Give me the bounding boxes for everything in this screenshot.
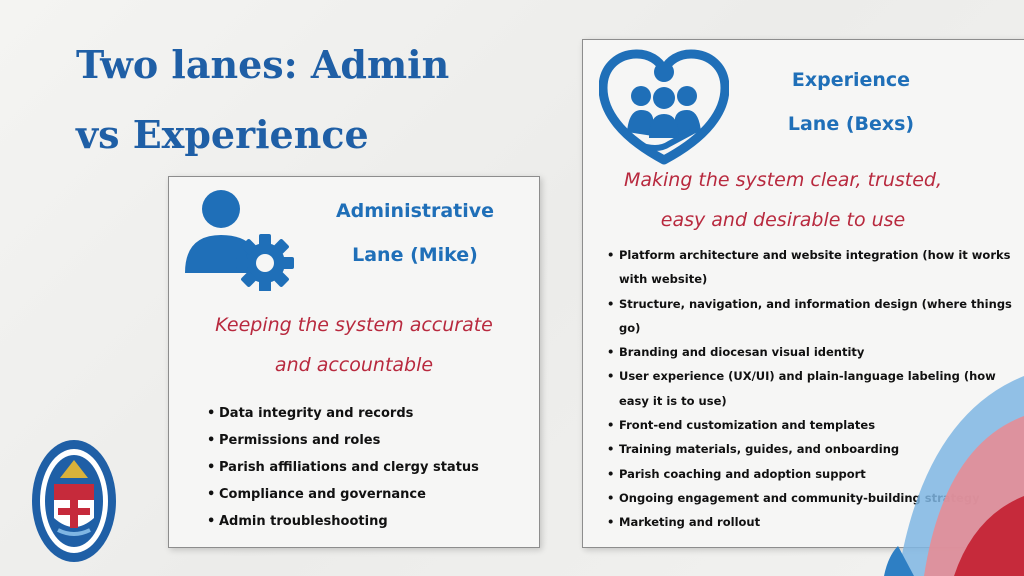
list-item: Parish coaching and adoption support bbox=[607, 462, 1017, 487]
admin-lane-title-line-1: Administrative bbox=[335, 200, 495, 222]
slide-title: Two lanes: Admin vs Experience bbox=[76, 30, 536, 170]
slide-title-line-1: Two lanes: Admin bbox=[76, 42, 450, 87]
experience-lane-title: Experience Lane (Bexs) bbox=[753, 58, 949, 146]
list-item: Ongoing engagement and community-buildin… bbox=[607, 486, 1017, 511]
admin-lane-card: Administrative Lane (Mike) Keeping the s… bbox=[168, 176, 540, 548]
list-item: Parish affiliations and clergy status bbox=[207, 454, 527, 481]
admin-lane-subtitle-line-2: and accountable bbox=[274, 354, 434, 376]
list-item: Structure, navigation, and information d… bbox=[607, 292, 1017, 341]
corner-arc-decoration bbox=[884, 376, 1024, 576]
admin-lane-title-line-2: Lane (Mike) bbox=[352, 244, 478, 266]
admin-lane-subtitle: Keeping the system accurate and accounta… bbox=[179, 305, 529, 385]
experience-lane-subtitle: Making the system clear, trusted, easy a… bbox=[583, 160, 983, 240]
experience-lane-subtitle-line-1: Making the system clear, trusted, bbox=[623, 169, 943, 191]
admin-lane-list: Data integrity and records Permissions a… bbox=[207, 400, 527, 535]
list-item: Data integrity and records bbox=[207, 400, 527, 427]
list-item: Platform architecture and website integr… bbox=[607, 243, 1017, 292]
list-item: User experience (UX/UI) and plain-langua… bbox=[607, 364, 1017, 413]
slide-title-line-2: vs Experience bbox=[76, 112, 369, 157]
list-item: Front-end customization and templates bbox=[607, 413, 1017, 438]
list-item: Compliance and governance bbox=[207, 481, 527, 508]
list-item: Training materials, guides, and onboardi… bbox=[607, 437, 1017, 462]
heart-community-icon bbox=[599, 49, 729, 165]
admin-lane-title: Administrative Lane (Mike) bbox=[317, 189, 513, 277]
experience-lane-title-line-1: Experience bbox=[791, 69, 911, 91]
admin-lane-subtitle-line-1: Keeping the system accurate bbox=[215, 314, 493, 336]
list-item: Marketing and rollout bbox=[607, 510, 1017, 535]
list-item: Admin troubleshooting bbox=[207, 508, 527, 535]
user-gear-icon bbox=[185, 190, 294, 291]
list-item: Branding and diocesan visual identity bbox=[607, 340, 1017, 365]
experience-lane-title-line-2: Lane (Bexs) bbox=[787, 113, 915, 135]
experience-lane-subtitle-line-2: easy and desirable to use bbox=[660, 209, 906, 231]
experience-lane-list: Platform architecture and website integr… bbox=[607, 243, 1017, 535]
list-item: Permissions and roles bbox=[207, 427, 527, 454]
diocese-seal-icon bbox=[32, 440, 116, 562]
